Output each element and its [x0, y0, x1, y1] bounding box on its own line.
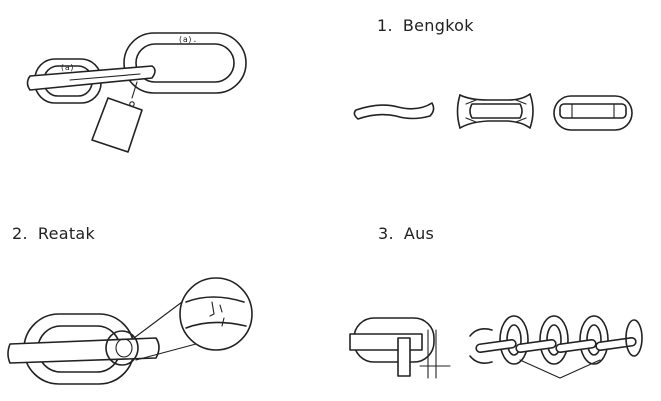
tag-string	[132, 82, 137, 98]
section-title: Aus	[403, 224, 435, 243]
section-number: 1.	[377, 16, 393, 35]
large-link	[124, 33, 246, 93]
section-number: 3.	[378, 224, 394, 243]
crack-illustration	[8, 278, 252, 384]
bent-bar	[354, 103, 433, 119]
measurement-lines	[420, 330, 450, 378]
large-link-inner	[136, 44, 234, 82]
bent-link-examples	[354, 94, 632, 130]
wear-pointer-lines	[520, 360, 600, 378]
tag-plate	[92, 98, 142, 152]
section-title: Reatak	[37, 224, 96, 243]
large-link-mark: (a).	[178, 35, 197, 44]
wear-illustration	[350, 316, 642, 378]
pinched-link	[458, 94, 534, 128]
section-number: 2.	[12, 224, 28, 243]
crack-line	[210, 302, 214, 316]
chain-with-tag-illustration: (a). (a)	[28, 33, 247, 152]
section-reatak-label: 2. Reatak	[12, 224, 95, 243]
worn-link	[350, 318, 450, 378]
magnifier-circle	[180, 278, 252, 350]
section-aus-label: 3. Aus	[378, 224, 434, 243]
small-link-mark: (a)	[60, 63, 74, 72]
worn-chain	[470, 316, 642, 378]
oval-link-bar	[554, 96, 632, 130]
section-title: Bengkok	[402, 16, 474, 35]
section-bengkok-label: 1. Bengkok	[377, 16, 474, 35]
